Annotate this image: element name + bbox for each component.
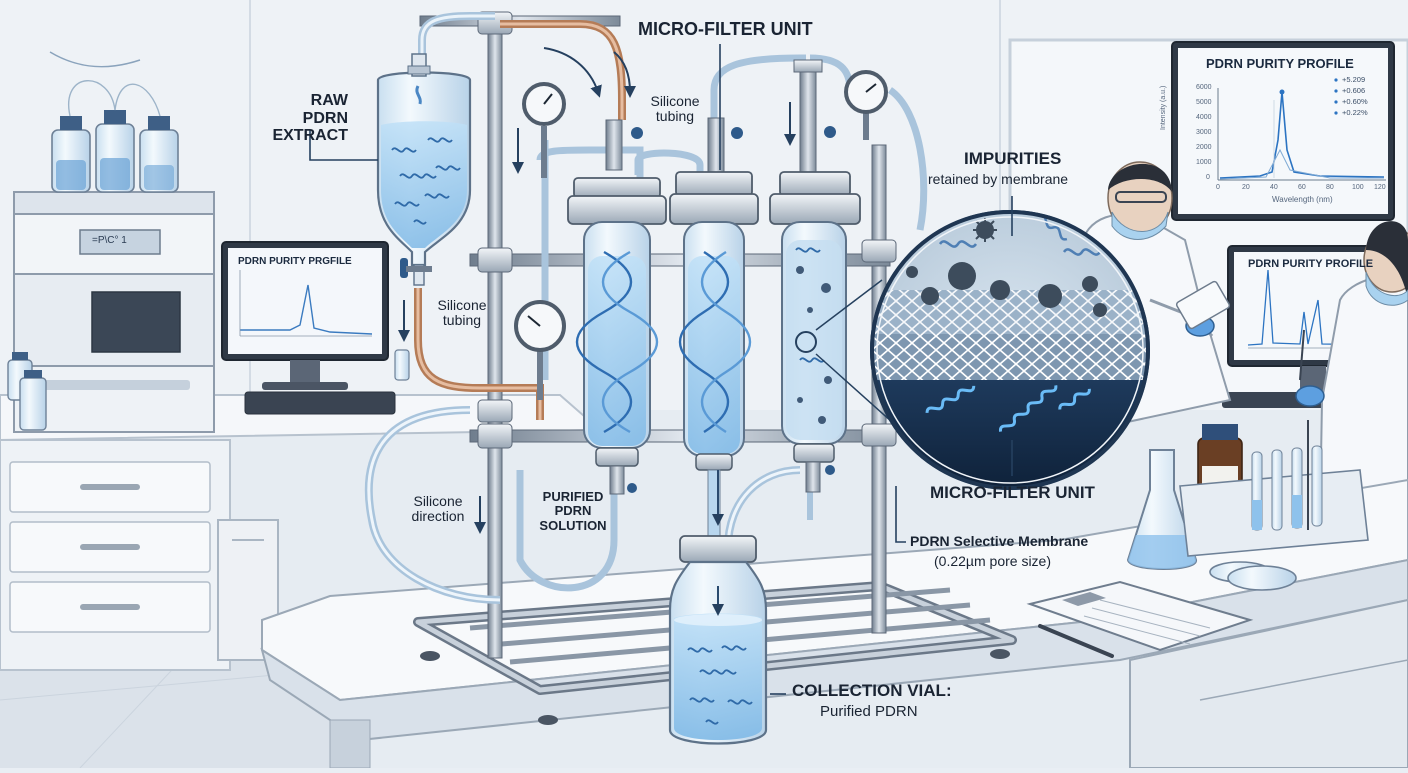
y-tick: 1000 [1196, 159, 1212, 166]
x-tick: 40 [1270, 184, 1278, 191]
reagent-bottles [7, 51, 410, 431]
funnel-dna-fragments [391, 137, 461, 225]
flow-arrows [398, 47, 796, 616]
raw-extract-label: RAW PDRN EXTRACT [262, 92, 348, 145]
silicone-tubing-label-top-line-1: Silicone [650, 93, 700, 109]
clipboard [1026, 580, 1254, 658]
impurities-label: IMPURITIES [964, 149, 1062, 168]
x-tick: 120 [1374, 184, 1386, 191]
silicone-tubing-label-top: Silicone tubing [640, 93, 710, 125]
left-monitor-title: PDRN PURITY PRGFILE [238, 256, 352, 267]
silicone-tubing-label-top-line-2: tubing [655, 108, 695, 125]
y-tick: 5000 [1196, 99, 1212, 106]
left-monitor [221, 241, 396, 415]
silicone-tubing-label-left-line-2: tubing [442, 312, 482, 329]
collection-vial-sublabel: Purified PDRN [820, 703, 918, 720]
x-axis-label: Wavelength (nm) [1272, 195, 1333, 204]
pressure-gauge-left-mid [514, 300, 566, 400]
silicone-tubing-label-left-line-1: Silicone [437, 297, 487, 313]
purified-solution-label-line-2: PDRN [554, 503, 592, 519]
membrane-label: PDRN Selective Membrane [910, 533, 1089, 549]
filter-column-2 [669, 171, 759, 581]
legend-entry-4: +0.22% [1342, 108, 1368, 117]
membrane-zoom-view [815, 210, 1150, 490]
x-tick: 0 [1216, 184, 1220, 191]
column-dna-helices [576, 250, 752, 434]
x-tick: 60 [1298, 184, 1306, 191]
column-3-impurities [795, 247, 832, 424]
right-top-monitor [1171, 41, 1395, 221]
y-tick: 2000 [1196, 144, 1212, 151]
silicone-tubing-label-left: Silicone tubing [430, 297, 494, 329]
scientist-2 [1295, 221, 1408, 521]
legend-entry-1: +5.209 [1342, 75, 1366, 84]
micro-filter-unit-label-bottom: MICRO-FILTER UNIT [930, 483, 1095, 502]
raw-extract-label-line-2: EXTRACT [272, 127, 348, 145]
legend-entry-3: +0.60% [1342, 97, 1368, 106]
silicone-direction-label: Silicone direction [406, 493, 470, 525]
instrument-display-text: =P\C° 1 [92, 235, 127, 246]
pressure-gauge-left-top [522, 82, 566, 178]
y-tick: 4000 [1196, 114, 1212, 121]
y-axis-label: Intensity (a.u.) [1160, 85, 1167, 130]
x-tick: 80 [1326, 184, 1334, 191]
collection-vial-label: COLLECTION VIAL: [792, 681, 952, 700]
raw-extract-label-line-1: RAW PDRN [302, 92, 348, 127]
micro-filter-unit-label-top: MICRO-FILTER UNIT [638, 19, 813, 39]
leader-lines [309, 44, 1013, 695]
y-tick: 6000 [1196, 84, 1212, 91]
right-top-monitor-title: PDRN PURITY PROFILE [1206, 56, 1354, 71]
y-tick: 0 [1206, 174, 1210, 181]
x-tick: 20 [1242, 184, 1250, 191]
silicone-direction-label-line-2: direction [411, 508, 465, 525]
purified-solution-label-line-1: PURIFIED [542, 489, 604, 504]
impurities-sublabel: retained by membrane [928, 171, 1069, 187]
vial-dna-fragments [687, 645, 753, 725]
purified-solution-label: PURIFIED PDRN SOLUTION [532, 489, 614, 533]
right-small-monitor-title: PDRN PURITY PROFILE [1248, 258, 1374, 270]
raw-extract-funnel [376, 53, 472, 286]
legend-entry-2: +0.606 [1342, 86, 1366, 95]
x-tick: 100 [1352, 184, 1364, 191]
purified-solution-label-line-3: SOLUTION [539, 517, 607, 533]
glassware-right [1126, 420, 1369, 591]
pressure-gauge-right [844, 70, 888, 140]
y-tick: 3000 [1196, 129, 1212, 136]
membrane-sublabel: (0.22µm pore size) [934, 553, 1051, 569]
analysis-instrument [13, 191, 215, 433]
silicone-direction-label-line-1: Silicone [413, 493, 463, 509]
